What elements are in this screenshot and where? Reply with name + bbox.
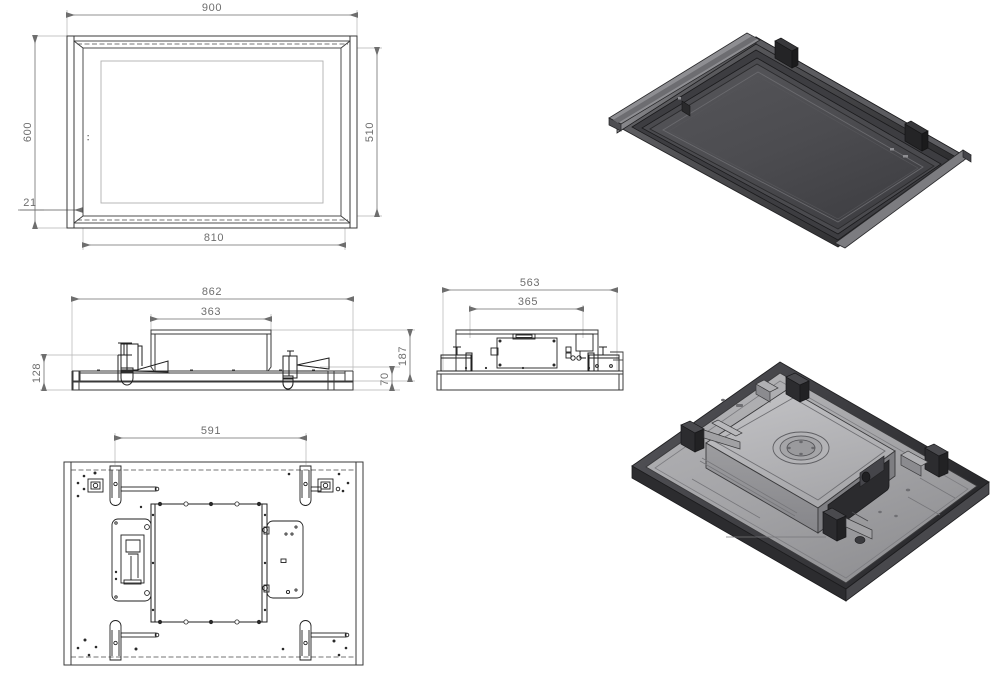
- iso-front-hardware-marks: [678, 97, 908, 158]
- iso-front-rail-right-end: [962, 149, 972, 163]
- plan-hidden-edges: [71, 469, 356, 658]
- front-detail-mark: [87, 135, 89, 141]
- view-front: 900 600 510 810 21: [18, 2, 382, 250]
- iso-front-rail-left-highlight: [613, 36, 757, 123]
- front-bevel: [73, 40, 351, 224]
- dim-side-spring-height: 128: [31, 354, 47, 391]
- iso-rear-hub-core: [786, 439, 816, 457]
- dim-label-510: 510: [364, 122, 376, 142]
- iso-front-tab-3: [681, 100, 691, 117]
- iso-front-bezel-line-2: [668, 75, 919, 220]
- iso-rear-hub-bolts: [787, 440, 815, 456]
- dim-plan-bracket-spacing: 591: [114, 425, 307, 441]
- plan-bracket-tl: [87, 465, 160, 506]
- dim-side-total-depth: 187: [397, 329, 413, 382]
- side-right-riser: [327, 370, 335, 391]
- iso-rear-clip-right: [900, 443, 949, 478]
- iso-front-tab-1: [774, 37, 799, 69]
- iso-rear-hardware-marks: [721, 398, 911, 518]
- side-left-riser: [72, 370, 80, 391]
- end-clip-right: [587, 346, 620, 372]
- side-spring-clip-right: [282, 350, 331, 390]
- iso-rear-clip-top: [755, 372, 810, 403]
- dim-side-body-length: 363: [150, 306, 272, 322]
- iso-rear-rim-right-face: [845, 481, 990, 602]
- dim-label-591: 591: [201, 425, 221, 437]
- plan-bracket-br: [299, 620, 350, 661]
- dim-label-810: 810: [204, 232, 224, 244]
- dim-label-600: 600: [22, 122, 34, 142]
- front-screen-area: [100, 60, 324, 204]
- plan-plate-fasteners: [76, 471, 350, 657]
- plan-outer-plate: [63, 461, 364, 666]
- front-hidden-lines: [77, 43, 348, 221]
- dim-front-height: 600: [22, 35, 38, 229]
- iso-front-tab-2: [904, 120, 929, 152]
- dim-front-aperture-width: 810: [82, 232, 346, 248]
- plan-chassis-fasteners: [151, 501, 267, 625]
- iso-rear-edge-fragment: [610, 351, 624, 391]
- view-iso-front: [608, 32, 972, 249]
- dim-label-70: 70: [379, 372, 391, 385]
- dim-front-flange: 21: [18, 197, 83, 213]
- iso-rear-clip-bottom: [822, 507, 873, 544]
- iso-rear-chassis-top-inset: [715, 397, 886, 501]
- iso-rear-pan-ribs: [691, 457, 956, 538]
- dim-end-overall-width: 563: [442, 277, 618, 293]
- dim-label-365: 365: [518, 296, 538, 308]
- side-spring-clip-left: [117, 342, 170, 386]
- plan-bracket-bl: [109, 620, 160, 661]
- view-iso-rear: [610, 351, 990, 602]
- view-side-long: 862 363 128 187 70: [31, 286, 415, 391]
- dim-front-width: 900: [66, 2, 358, 18]
- dim-label-187: 187: [397, 346, 409, 366]
- dim-front-aperture-height: 510: [364, 47, 380, 217]
- dim-label-862: 862: [202, 286, 222, 298]
- plan-right-module: [262, 520, 304, 599]
- iso-rear-pocket-port: [861, 471, 871, 483]
- iso-rear-clip-left: [680, 419, 743, 453]
- dim-label-21: 21: [23, 197, 36, 209]
- view-rear-plan: 591: [63, 425, 364, 666]
- dim-label-900: 900: [202, 2, 222, 14]
- dim-side-overall-length: 862: [71, 286, 354, 302]
- plan-bracket-tr: [299, 465, 341, 506]
- dim-label-563: 563: [520, 277, 540, 289]
- iso-front-spring-tabs: [681, 37, 929, 152]
- end-clip-left: [440, 346, 473, 372]
- dim-label-128: 128: [31, 363, 43, 383]
- dim-side-housing-depth: 70: [379, 366, 395, 391]
- dim-label-363: 363: [201, 306, 221, 318]
- view-side-short: 563 365: [436, 277, 624, 391]
- dim-end-body-width: 365: [469, 296, 584, 312]
- iso-front-bezel-line: [662, 71, 924, 223]
- end-inner-module: [490, 333, 594, 369]
- plan-left-module: [111, 518, 152, 602]
